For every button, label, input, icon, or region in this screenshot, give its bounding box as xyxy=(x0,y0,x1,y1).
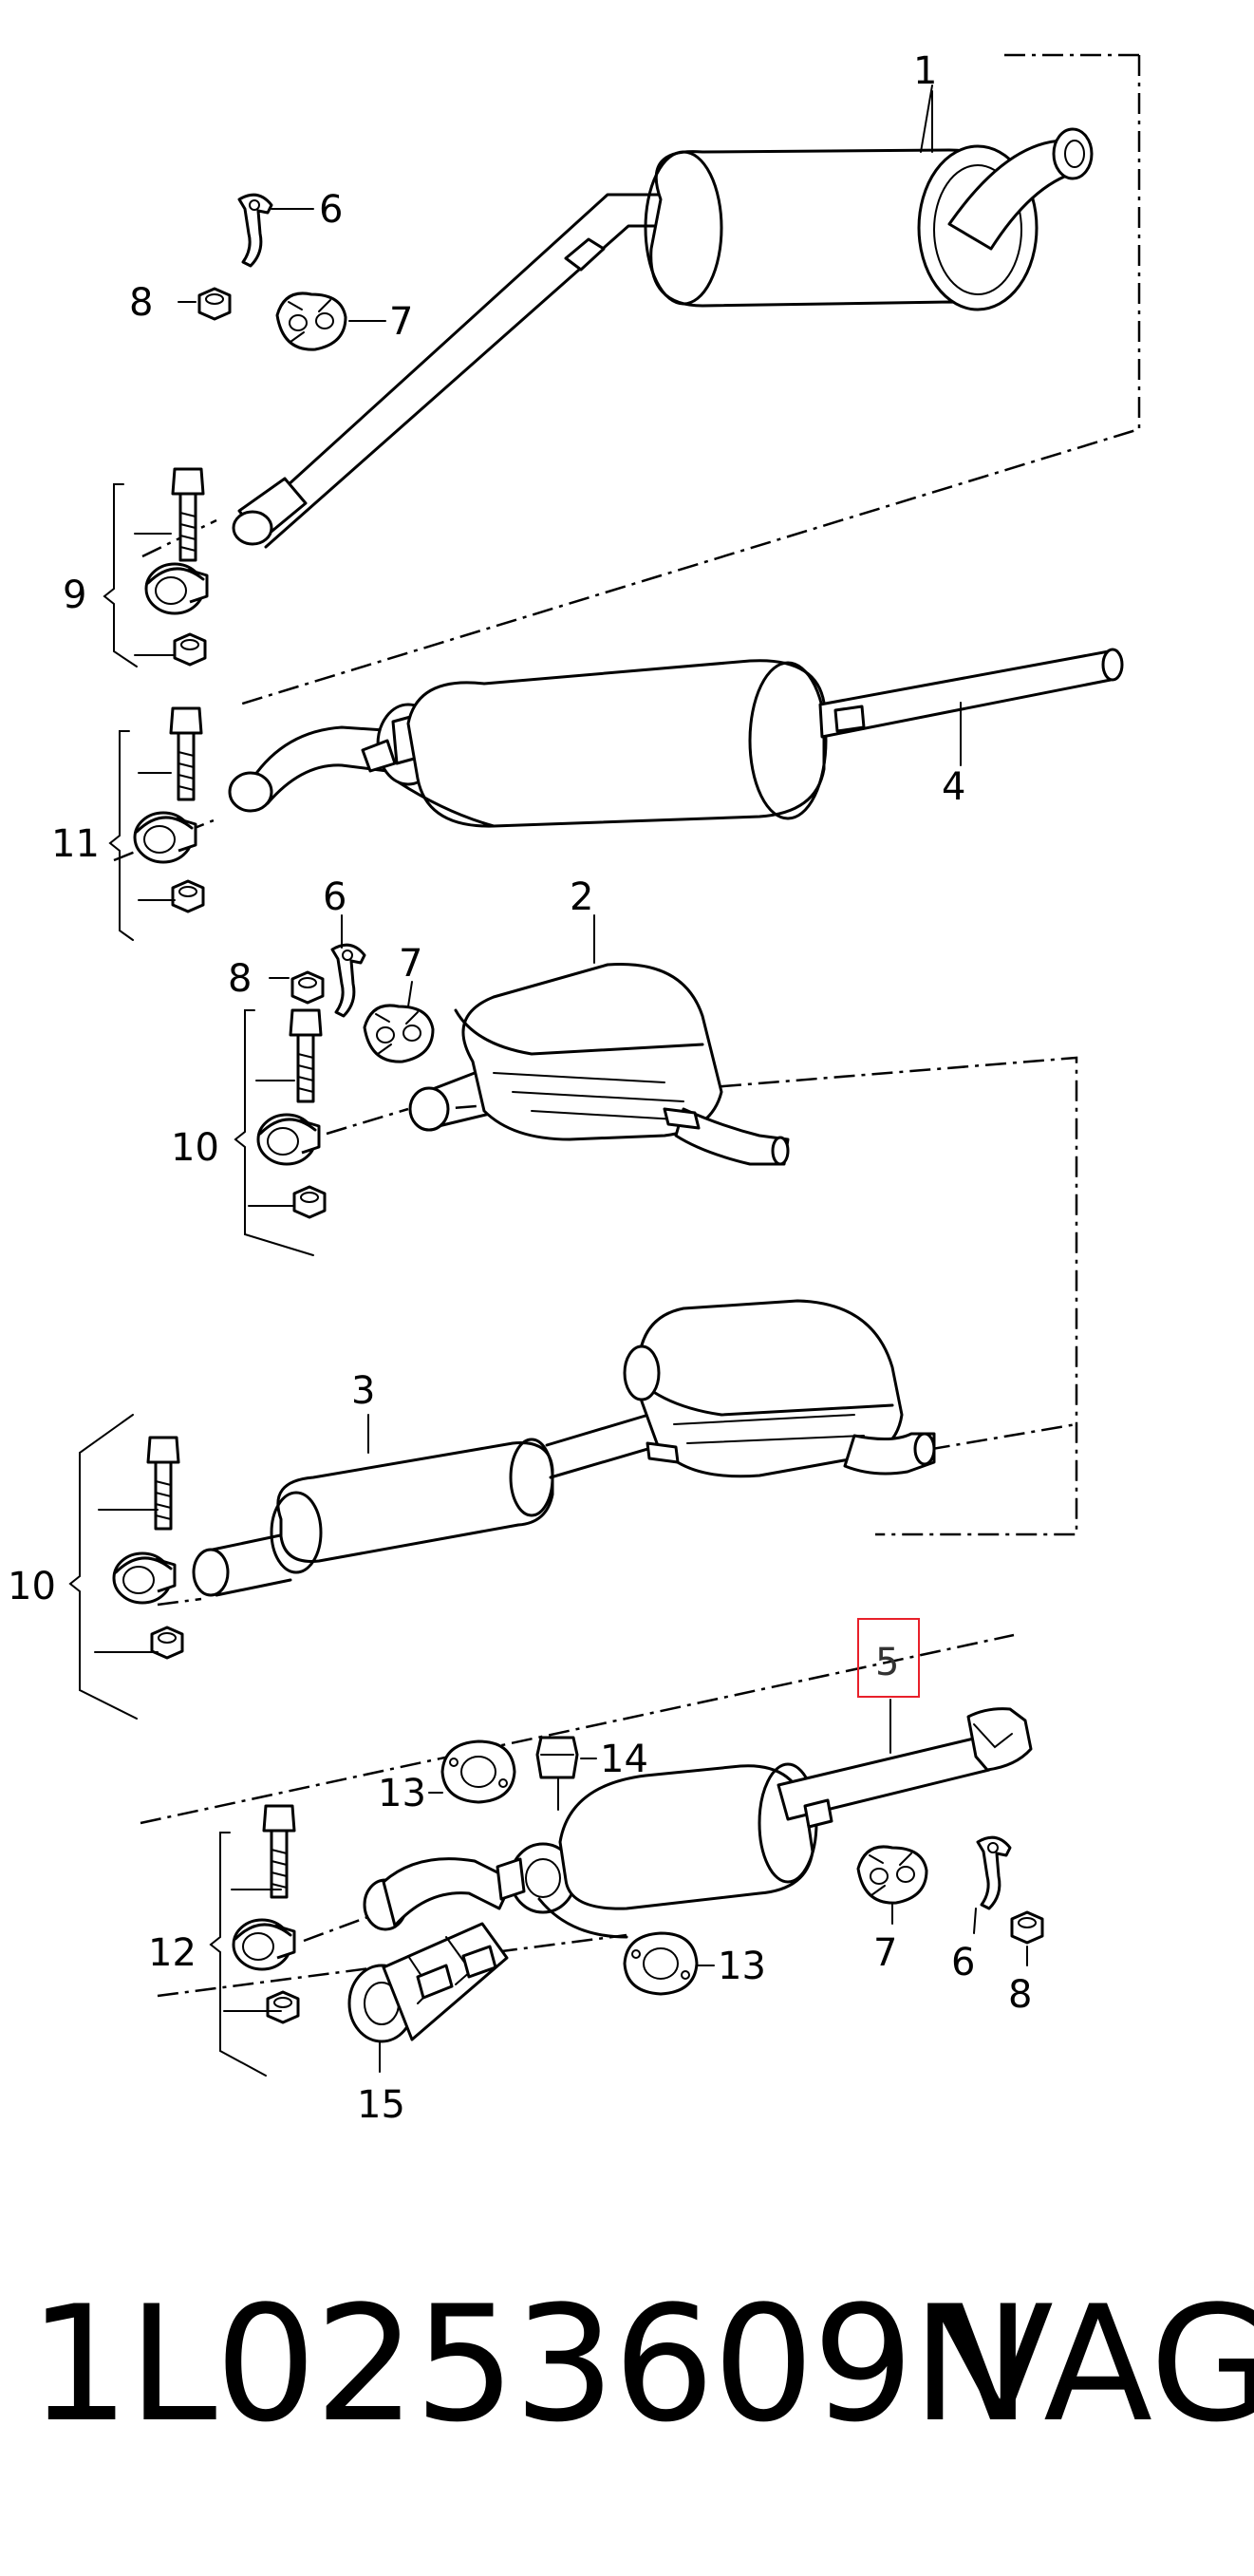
part-number: 1L0253609N xyxy=(28,2271,1031,2457)
clamp-set-12 xyxy=(209,1804,300,2077)
nut-8-mid xyxy=(290,970,325,1005)
label-11: 11 xyxy=(51,822,100,866)
label-2: 2 xyxy=(570,875,593,919)
label-8-low: 8 xyxy=(1008,1973,1032,2017)
clamp-set-9 xyxy=(103,467,209,668)
clamp-set-11 xyxy=(108,706,205,941)
middle-muffler-4 xyxy=(113,648,1124,862)
nut-8-low xyxy=(1010,1910,1044,1945)
label-8-mid: 8 xyxy=(228,957,252,1001)
label-14: 14 xyxy=(600,1738,648,1781)
rubber-mount-7-mid xyxy=(363,1004,435,1063)
hanger-bracket-6-top xyxy=(237,193,273,268)
nut-8-top xyxy=(197,287,232,321)
label-10-mid: 10 xyxy=(171,1126,219,1170)
label-13-bottom: 13 xyxy=(718,1945,766,1988)
label-6-low: 6 xyxy=(951,1941,975,1984)
rear-muffler-assembly xyxy=(141,53,1141,706)
front-muffler-2 xyxy=(326,914,790,1166)
label-1: 1 xyxy=(913,49,937,93)
label-7-low: 7 xyxy=(873,1931,897,1975)
label-3: 3 xyxy=(351,1369,375,1413)
rear-silencer-5 xyxy=(303,1699,1033,1943)
label-15: 15 xyxy=(357,2083,405,2127)
label-9: 9 xyxy=(63,573,86,617)
dash-outline-5-top xyxy=(140,1633,1015,1825)
label-6-top: 6 xyxy=(319,188,343,232)
rubber-mount-7-low xyxy=(856,1845,928,1905)
gasket-13-top xyxy=(440,1739,516,1804)
label-10-low: 10 xyxy=(8,1565,56,1608)
highlight-box-5 xyxy=(857,1618,920,1698)
label-4: 4 xyxy=(942,765,965,809)
label-7-mid: 7 xyxy=(399,942,422,986)
label-8-top: 8 xyxy=(129,281,153,325)
bump-stop-14 xyxy=(535,1736,597,1811)
label-6-mid: 6 xyxy=(323,875,346,919)
clamp-set-10-low xyxy=(68,1414,184,1720)
label-5: 5 xyxy=(875,1641,899,1684)
intermediate-pipe-3 xyxy=(157,1299,1077,1607)
footer: 1L0253609N VAG xyxy=(0,2274,1254,2454)
hanger-bracket-6-low xyxy=(976,1835,1012,1910)
repair-sleeve-15 xyxy=(347,1922,509,2073)
hanger-bracket-6-mid xyxy=(330,943,366,1018)
brand-name: VAG xyxy=(945,2271,1254,2457)
gasket-13-bottom xyxy=(623,1931,699,1996)
label-12: 12 xyxy=(148,1931,197,1975)
rubber-mount-7-top xyxy=(275,291,347,351)
label-13-top: 13 xyxy=(378,1772,426,1815)
label-7-top: 7 xyxy=(389,300,413,344)
clamp-set-10-mid xyxy=(234,1008,327,1256)
